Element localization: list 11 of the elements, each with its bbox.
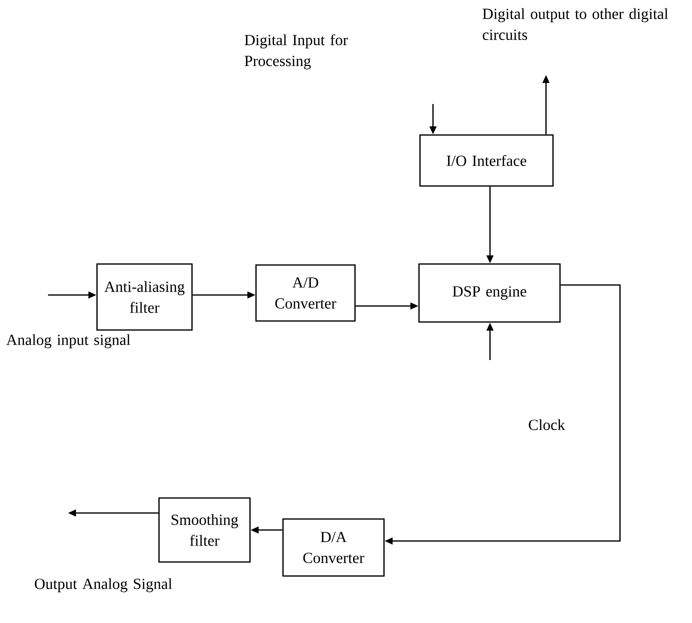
- process-box: D/A Converter: [282, 518, 385, 577]
- label: Digital Input for Processing: [244, 34, 348, 70]
- process-box: DSP engine: [418, 263, 561, 323]
- label: Digital output to other digital circuits: [482, 8, 668, 40]
- process-box: Anti-aliasing filter: [96, 263, 193, 331]
- label: Analog input signal: [6, 334, 130, 348]
- process-box: I/O Interface: [419, 134, 554, 187]
- label: Output Analog Signal: [34, 578, 172, 592]
- process-box: Smoothing filter: [158, 497, 251, 563]
- label: Clock: [528, 419, 566, 430]
- process-box: A/D Converter: [255, 264, 356, 322]
